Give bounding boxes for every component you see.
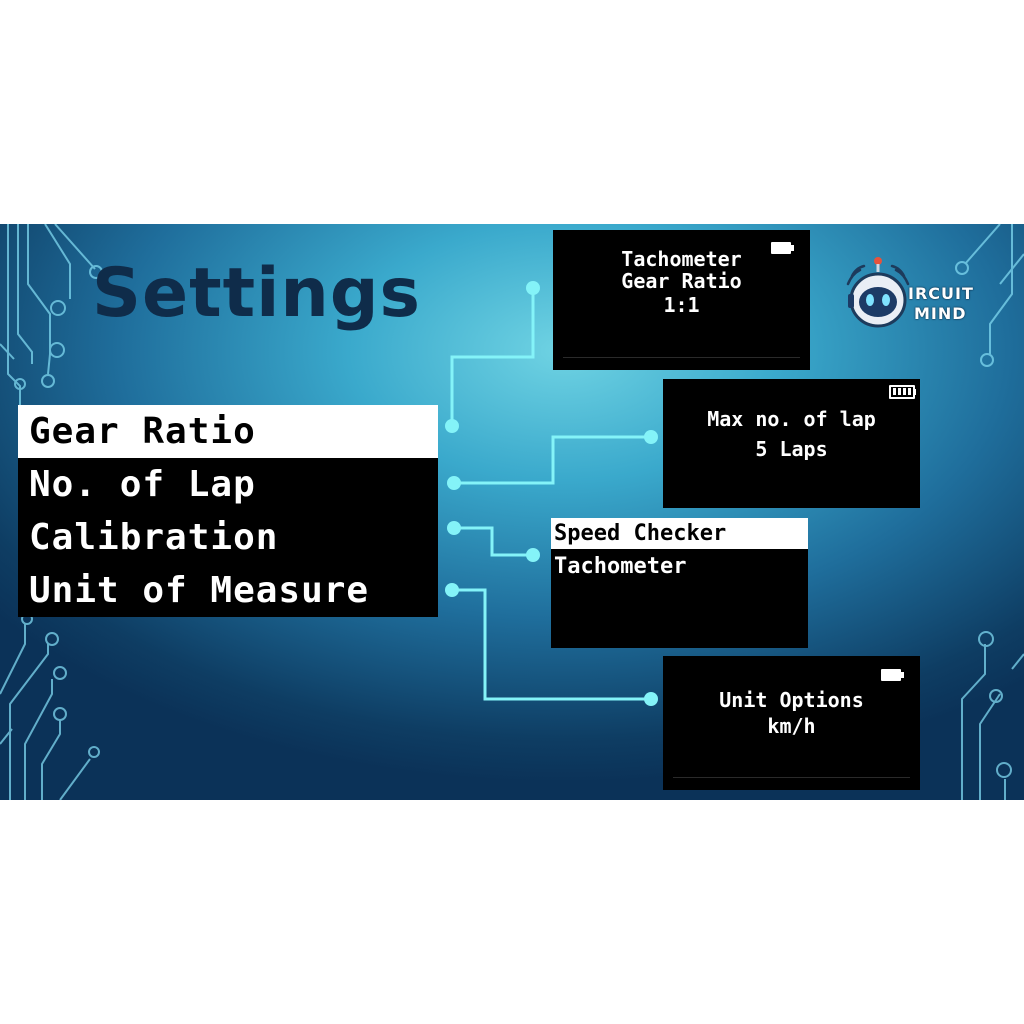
menu-item-gear-ratio[interactable]: Gear Ratio	[18, 405, 438, 458]
screen-value: km/h	[663, 715, 920, 737]
battery-full-icon	[771, 242, 795, 254]
circuit-mind-logo: IRCUIT MIND	[838, 252, 998, 332]
robot-head-icon	[838, 252, 918, 332]
logo-text: IRCUIT MIND	[908, 284, 974, 324]
screen-line: Unit Options	[663, 689, 920, 711]
screen-line: Max no. of lap	[663, 408, 920, 430]
logo-line-1: IRCUIT	[908, 284, 974, 304]
menu-item-no-of-lap[interactable]: No. of Lap	[18, 458, 438, 511]
screen-divider	[563, 357, 800, 358]
calibration-option-tachometer[interactable]: Tachometer	[551, 551, 808, 582]
screen-value: 5 Laps	[663, 438, 920, 460]
calibration-option-speed-checker[interactable]: Speed Checker	[551, 518, 808, 549]
unit-of-measure-screen: Unit Options km/h	[663, 656, 920, 790]
menu-item-unit-of-measure[interactable]: Unit of Measure	[18, 564, 438, 617]
screen-line: Gear Ratio	[553, 270, 810, 292]
menu-item-calibration[interactable]: Calibration	[18, 511, 438, 564]
logo-line-2: MIND	[908, 304, 974, 324]
settings-slide: Settings Gear Ratio No. of Lap Calibrati…	[0, 224, 1024, 800]
gear-ratio-screen: Tachometer Gear Ratio 1:1	[553, 230, 810, 370]
settings-menu: Gear Ratio No. of Lap Calibration Unit o…	[18, 405, 438, 617]
screen-divider	[673, 777, 910, 778]
page-title: Settings	[92, 254, 421, 333]
no-of-lap-screen: Max no. of lap 5 Laps	[663, 379, 920, 508]
screen-value: 1:1	[553, 294, 810, 316]
battery-full-icon	[881, 669, 905, 681]
battery-bars-icon	[891, 386, 915, 398]
calibration-screen: Speed Checker Tachometer	[551, 518, 808, 648]
